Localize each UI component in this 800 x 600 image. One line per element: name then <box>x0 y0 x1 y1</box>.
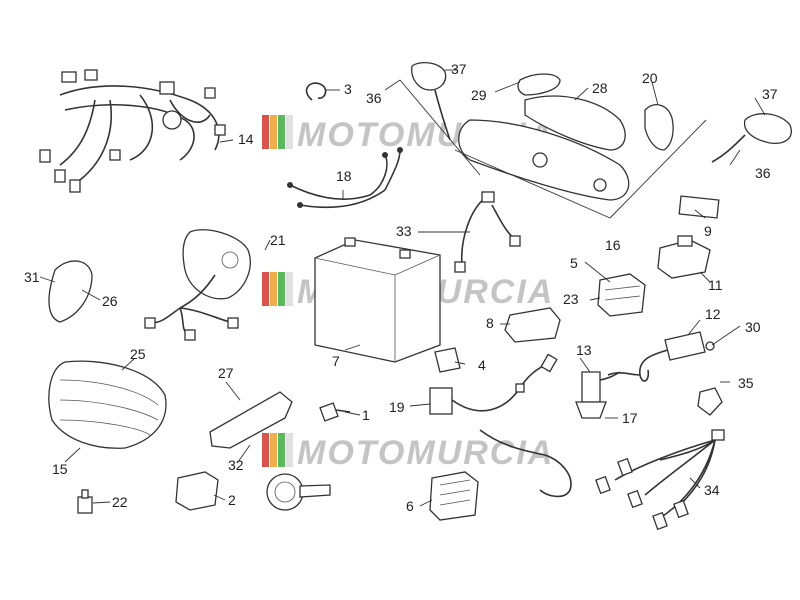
part-relay-2 <box>175 471 219 511</box>
callout-19: 19 <box>389 399 405 415</box>
part-small-harness <box>287 147 403 209</box>
part-module-23 <box>597 273 646 317</box>
callout-11: 11 <box>708 277 723 293</box>
callout-23: 23 <box>563 291 579 307</box>
callout-2: 2 <box>228 492 236 508</box>
callout-8: 8 <box>486 315 494 331</box>
callout-32: 32 <box>228 457 244 473</box>
callout-3: 3 <box>344 81 352 97</box>
callout-33: 33 <box>396 223 412 239</box>
part-coil-12 <box>607 331 715 382</box>
callout-28: 28 <box>592 80 608 96</box>
callout-29: 29 <box>471 87 487 103</box>
callout-22: 22 <box>112 494 128 510</box>
callout-25: 25 <box>130 346 146 362</box>
part-tail-light-15 <box>48 360 167 449</box>
part-9 <box>678 195 720 219</box>
part-bulb-1 <box>319 402 351 422</box>
callout-37-right: 37 <box>762 86 778 102</box>
callout-35: 35 <box>738 375 754 391</box>
callout-30: 30 <box>745 319 761 335</box>
callout-37-left: 37 <box>451 61 467 77</box>
part-harness-19 <box>429 353 572 498</box>
callout-21: 21 <box>270 232 286 248</box>
part-horn <box>266 473 331 511</box>
callout-18: 18 <box>336 168 352 184</box>
part-headlight-21 <box>144 229 251 341</box>
part-clip <box>305 82 327 101</box>
callout-16: 16 <box>605 237 621 253</box>
callout-14: 14 <box>238 131 254 147</box>
callout-6: 6 <box>406 498 414 514</box>
part-fuse-4 <box>434 347 461 373</box>
callout-12: 12 <box>705 306 721 322</box>
callout-5: 5 <box>570 255 578 271</box>
callout-1: 1 <box>362 407 370 423</box>
part-cover-26 <box>48 260 93 323</box>
part-bracket-left <box>411 61 451 141</box>
part-13-17 <box>575 371 621 419</box>
part-8 <box>504 307 561 343</box>
callout-34: 34 <box>704 482 720 498</box>
callout-20: 20 <box>642 70 658 86</box>
part-battery-7 <box>314 237 441 363</box>
part-6 <box>429 471 479 521</box>
callout-9: 9 <box>704 223 712 239</box>
part-instrument-cluster <box>458 73 630 201</box>
watermark-bottom: MOTOMURCIA <box>262 433 554 472</box>
part-relay-11 <box>657 235 711 279</box>
watermark-text: MOTOMURCIA <box>297 434 554 472</box>
callout-4: 4 <box>478 357 486 373</box>
callout-13: 13 <box>576 342 592 358</box>
part-bracket-right <box>711 113 792 163</box>
callout-36-right: 36 <box>755 165 771 181</box>
part-cover-20 <box>644 104 674 151</box>
callout-17: 17 <box>622 410 638 426</box>
part-lens-32 <box>209 391 293 449</box>
part-harness-33 <box>454 191 521 273</box>
part-35 <box>697 387 723 416</box>
leader-lines <box>39 69 766 507</box>
callout-31: 31 <box>24 269 40 285</box>
part-22 <box>77 489 93 514</box>
callout-27: 27 <box>218 365 234 381</box>
callout-26: 26 <box>102 293 118 309</box>
callout-15: 15 <box>52 461 68 477</box>
part-harness-34 <box>595 429 725 531</box>
callout-7: 7 <box>332 353 340 369</box>
callout-36-left: 36 <box>366 90 382 106</box>
callout-labels: 3 37 36 29 28 20 37 36 16 14 18 21 33 5 … <box>24 61 778 514</box>
part-main-wiring-harness <box>39 69 226 193</box>
